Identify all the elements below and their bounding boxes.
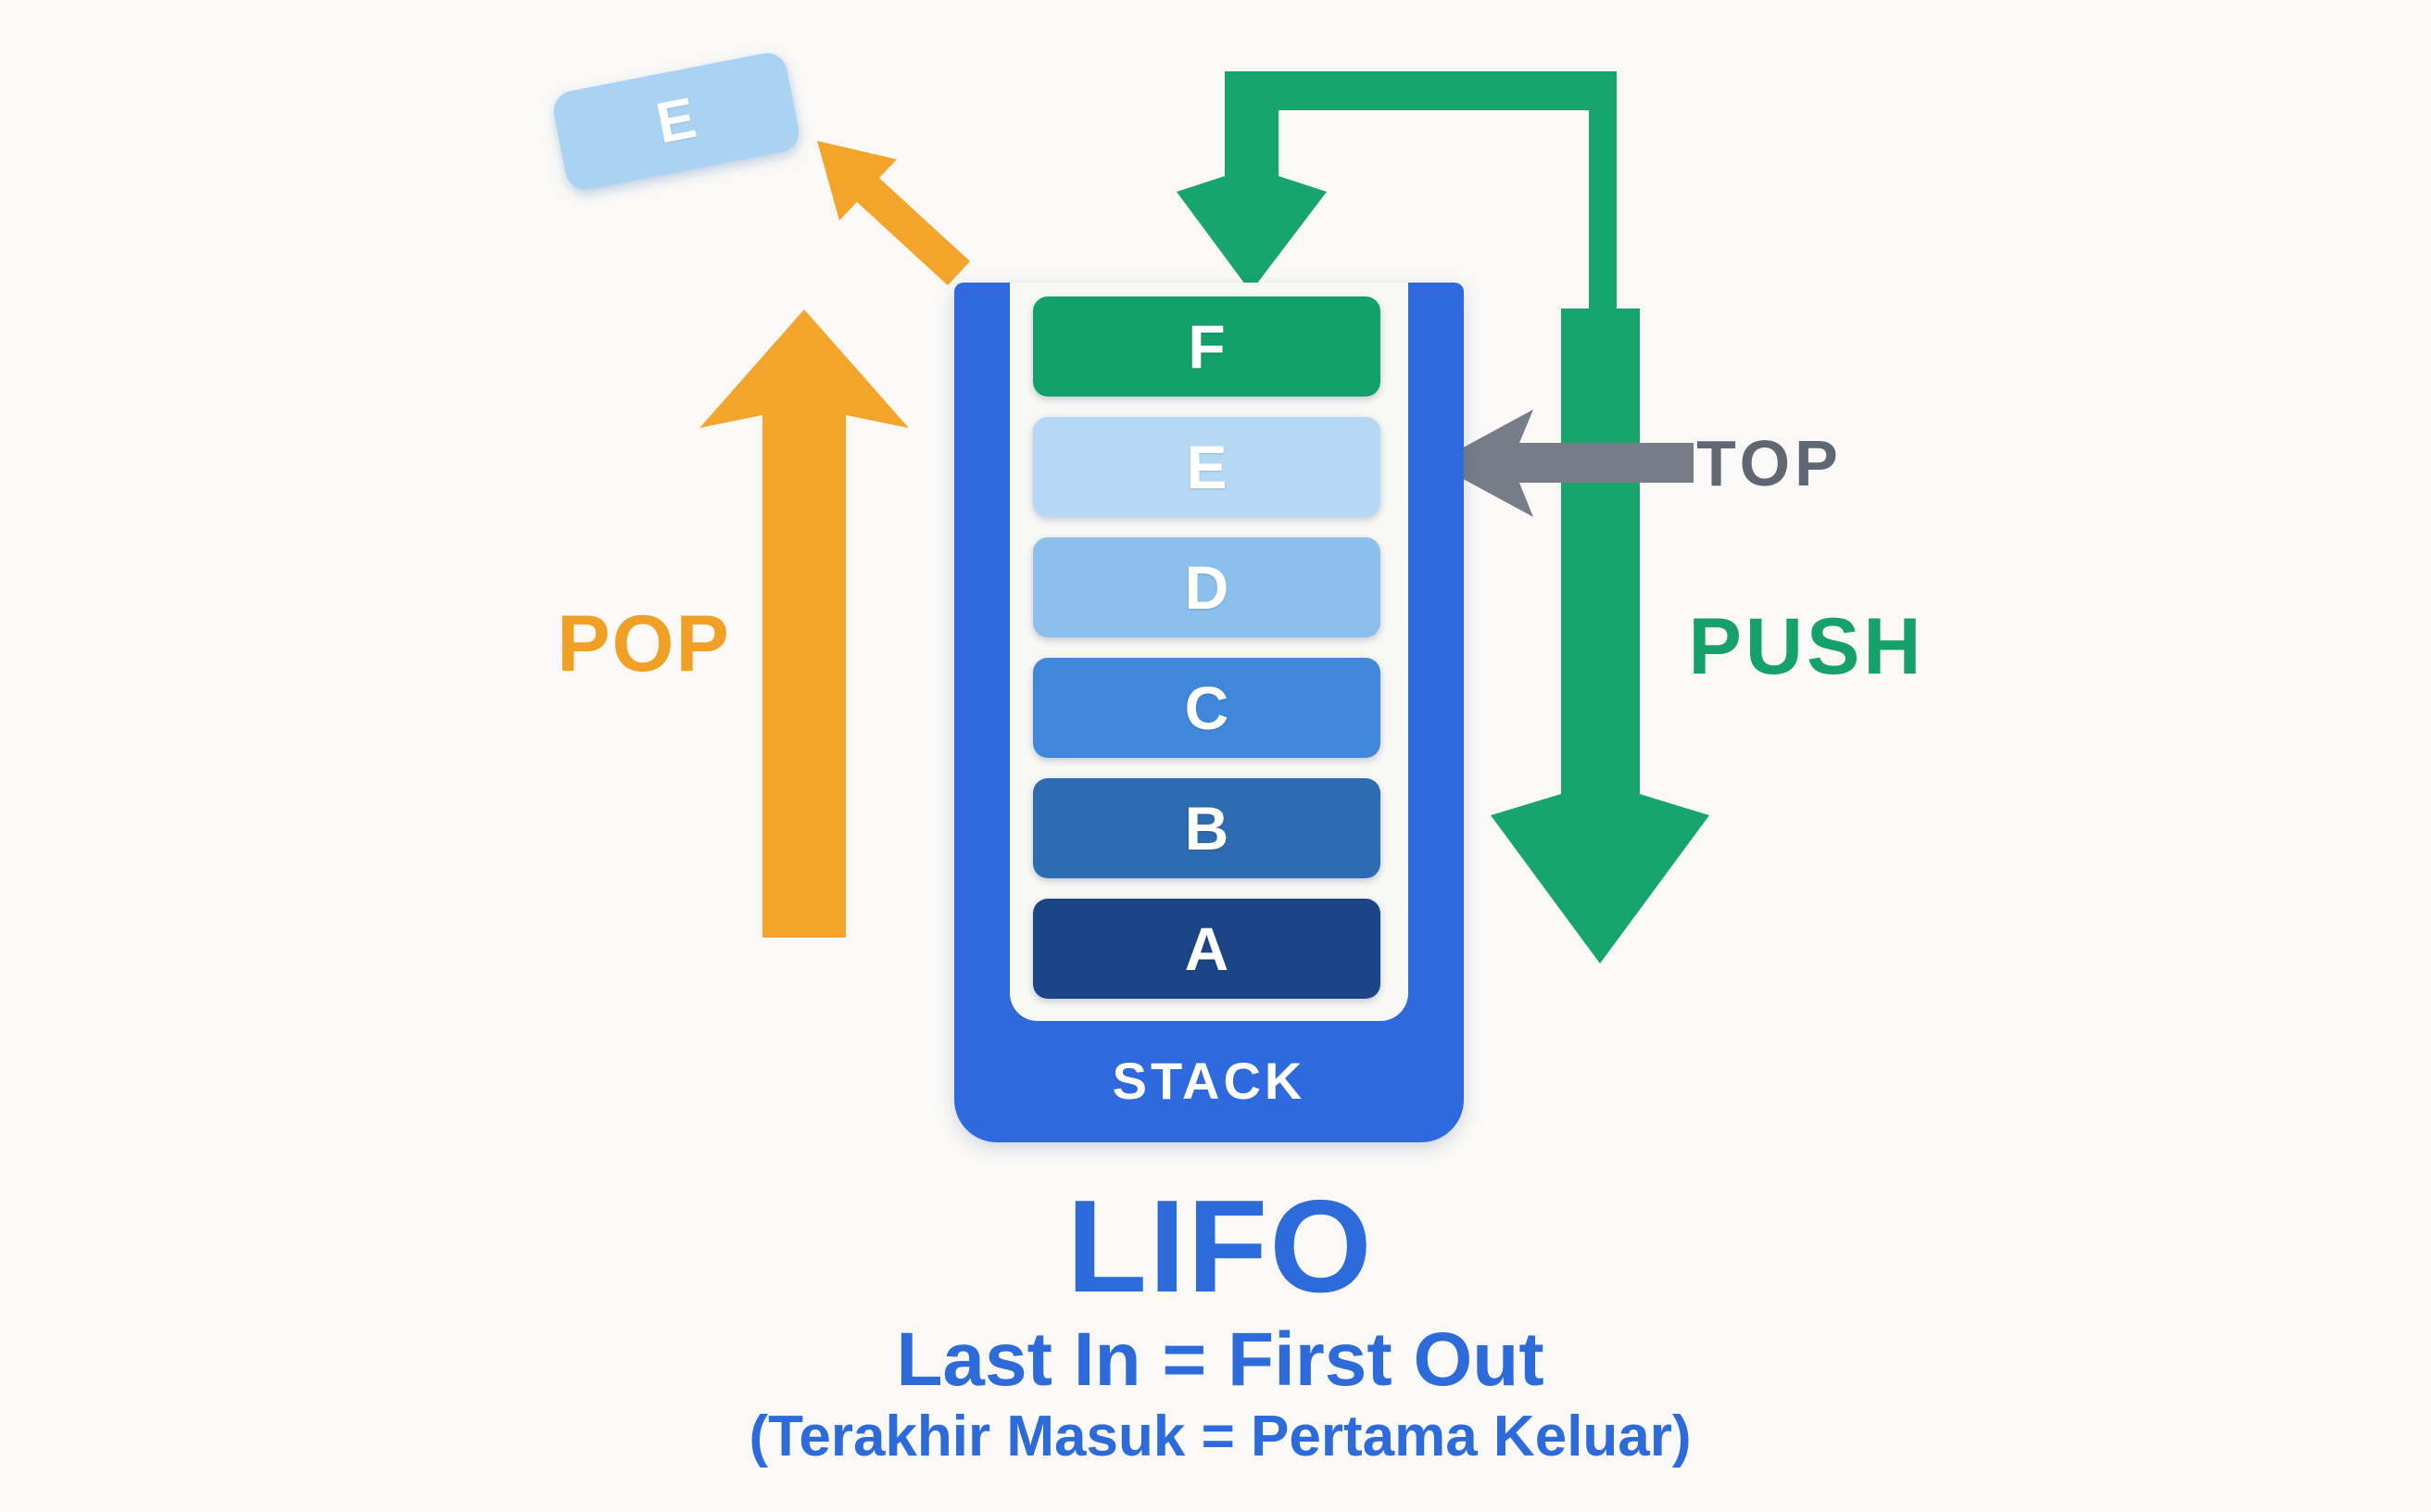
stack-block-d: D bbox=[1033, 537, 1380, 637]
caption-english: Last In = First Out bbox=[896, 1317, 1544, 1402]
stack-block-b: B bbox=[1033, 778, 1380, 878]
popped-item-letter: E bbox=[651, 85, 701, 157]
caption-indonesian: (Terakhir Masuk = Pertama Keluar) bbox=[749, 1405, 1692, 1468]
popped-item: E bbox=[550, 49, 802, 194]
stack-block-e: E bbox=[1033, 417, 1380, 517]
top-label: TOP bbox=[1696, 427, 1843, 499]
top-pointer-arrow bbox=[1434, 410, 1694, 517]
push-label: PUSH bbox=[1688, 602, 1925, 691]
pop-arrow bbox=[699, 309, 909, 938]
stack-block-f: F bbox=[1033, 296, 1380, 397]
stack-block-letter: A bbox=[1184, 914, 1229, 983]
stack-block-a: A bbox=[1033, 899, 1380, 999]
stack-block-letter: E bbox=[1186, 433, 1228, 501]
caption-acronym: LIFO bbox=[1066, 1173, 1374, 1320]
pop-diagonal-arrow bbox=[817, 141, 970, 285]
stack-block-letter: C bbox=[1184, 674, 1229, 742]
pop-label: POP bbox=[557, 599, 731, 688]
stack-block-letter: F bbox=[1188, 312, 1226, 381]
stack-block-letter: D bbox=[1184, 553, 1229, 622]
stack-inner-panel bbox=[1010, 283, 1408, 1021]
stack-label: STACK bbox=[1112, 1052, 1306, 1110]
stack-block-c: C bbox=[1033, 658, 1380, 758]
stack-block-letter: B bbox=[1184, 794, 1229, 863]
